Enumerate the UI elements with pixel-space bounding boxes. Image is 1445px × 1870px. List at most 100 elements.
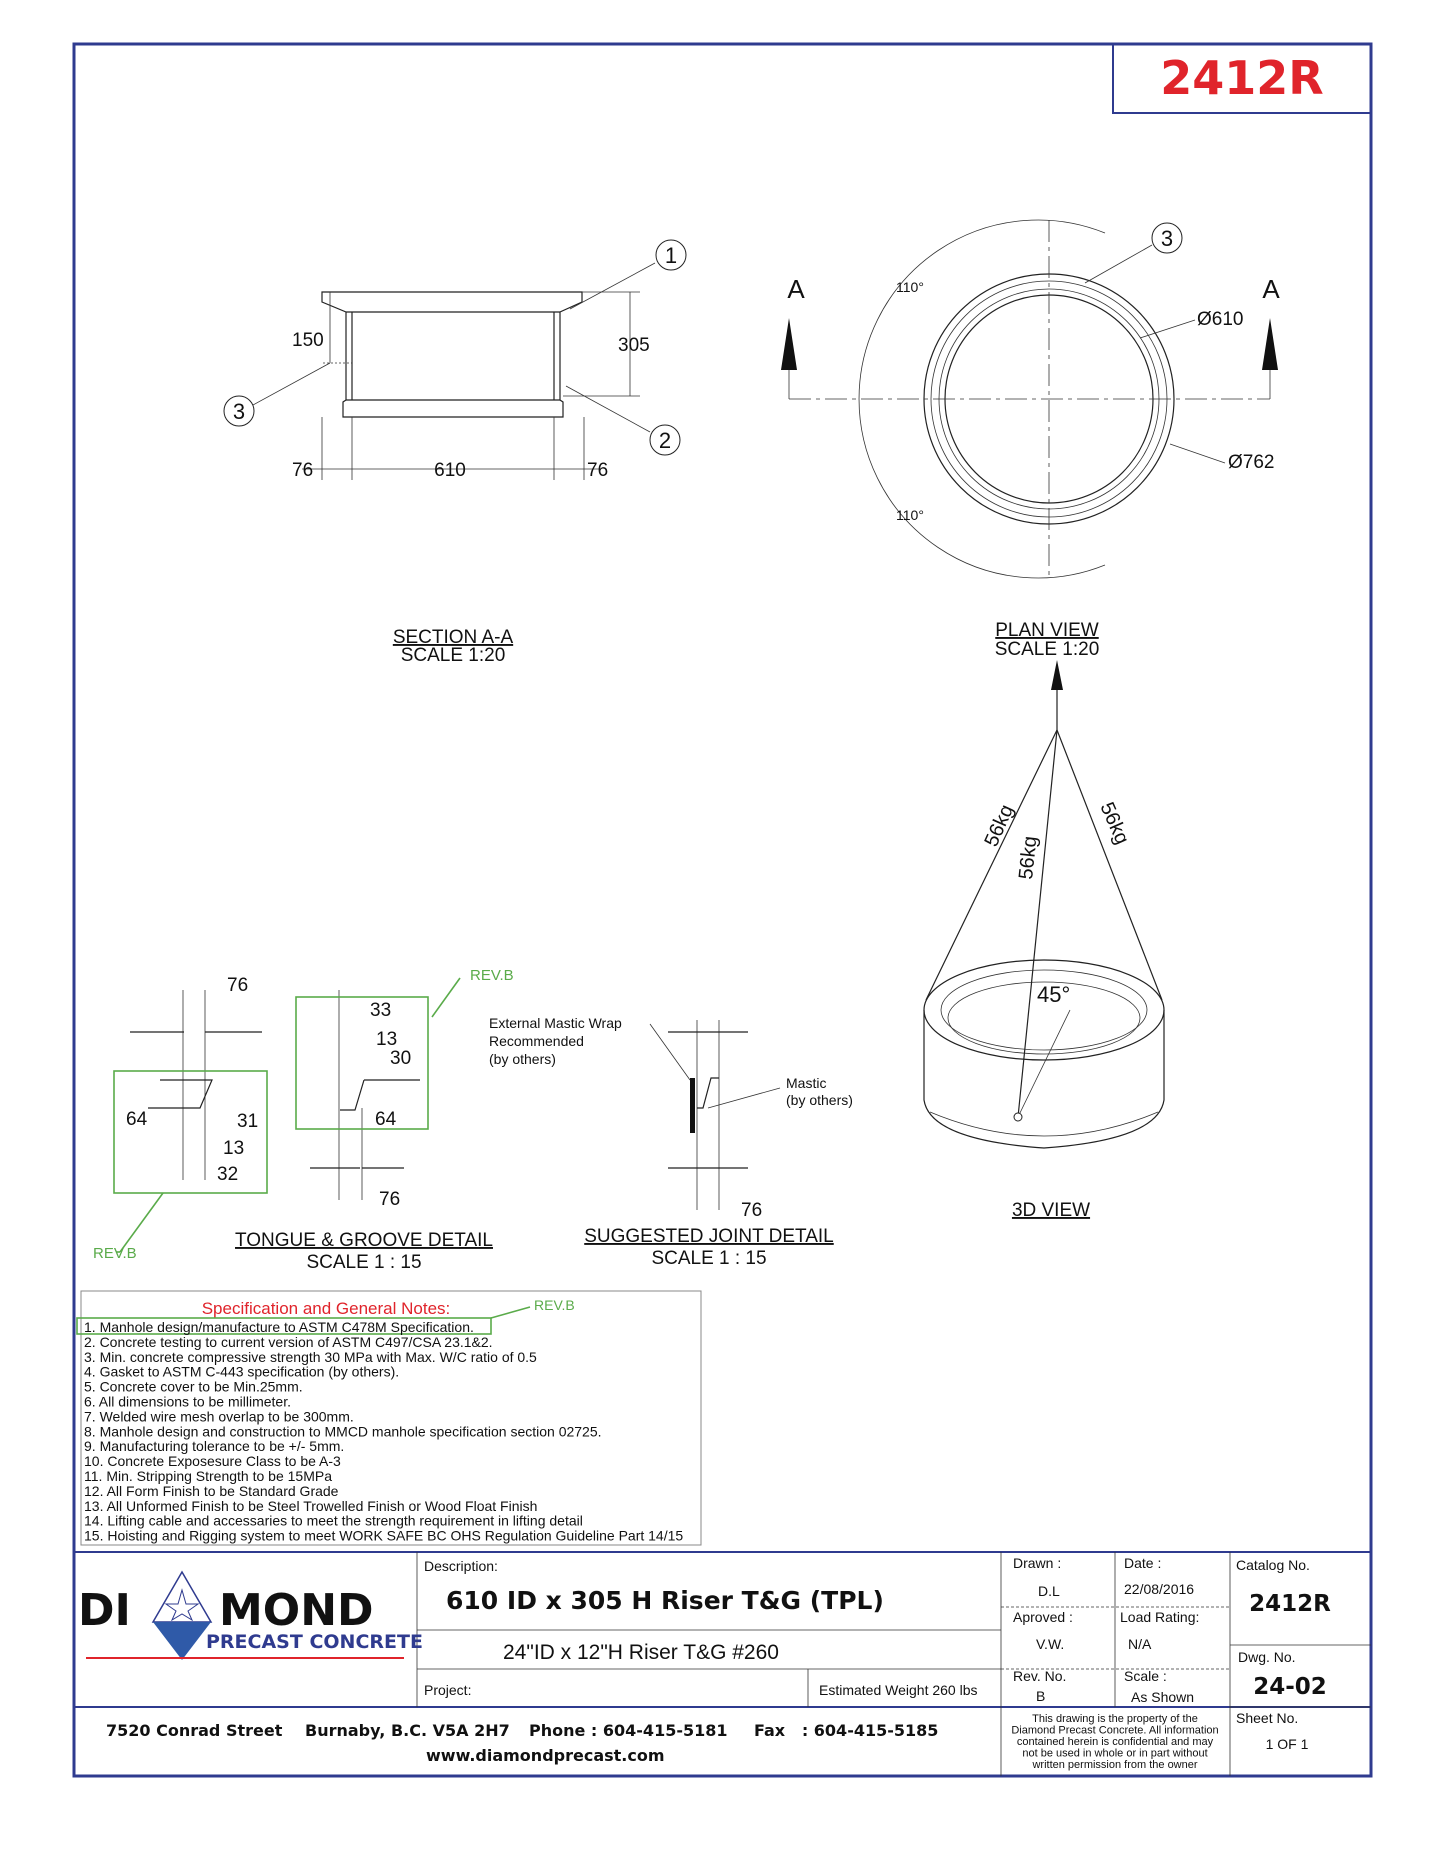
mastic-wrap-label: (by others) — [489, 1051, 556, 1067]
description-imperial: 24"ID x 12"H Riser T&G #260 — [503, 1641, 779, 1664]
catalog-number-top: 2412R — [1160, 51, 1323, 105]
city: Burnaby, B.C. V5A 2H7 — [305, 1721, 510, 1740]
disclaimer-line: not be used in whole or in part without — [1022, 1748, 1207, 1760]
dim-305: 305 — [618, 335, 650, 356]
description-label: Description: — [424, 1558, 498, 1574]
logo-text: DI — [78, 1585, 131, 1636]
dia-610: Ø610 — [1197, 309, 1243, 330]
note-item: 10. Concrete Exposesure Class to be A-3 — [84, 1453, 341, 1469]
catalog-box — [1112, 43, 1372, 114]
description: 610 ID x 305 H Riser T&G (TPL) — [446, 1586, 884, 1615]
sling-load-right: 56kg — [1095, 799, 1133, 848]
drawn-by: D.L — [1038, 1583, 1060, 1599]
section-a-a-view: 150 305 76 610 76 1 2 3 — [223, 239, 687, 481]
scale-label: Scale : — [1124, 1668, 1167, 1684]
section-mark-a-right: A — [1262, 274, 1280, 304]
tg-dim: 32 — [217, 1164, 238, 1185]
approved-label: Aproved : — [1013, 1609, 1073, 1625]
dim-76-left: 76 — [292, 460, 313, 481]
dim-76-right: 76 — [587, 460, 608, 481]
plan-view: A A 110° 110° Ø610 Ø762 3 — [781, 219, 1280, 580]
mastic-label: (by others) — [786, 1092, 853, 1108]
date-label: Date : — [1124, 1555, 1161, 1571]
dim-150: 150 — [292, 330, 324, 351]
scale: As Shown — [1131, 1689, 1194, 1705]
logo-text: MOND — [219, 1585, 374, 1636]
note-item: 11. Min. Stripping Strength to be 15MPa — [84, 1468, 332, 1484]
rev-b-label: REV.B — [93, 1245, 137, 1262]
note-item: 5. Concrete cover to be Min.25mm. — [84, 1379, 303, 1395]
angle-bottom: 110° — [896, 507, 924, 523]
sheet-label: Sheet No. — [1236, 1710, 1298, 1726]
3d-title: 3D VIEW — [1012, 1200, 1090, 1221]
note-item: 15. Hoisting and Rigging system to meet … — [84, 1528, 683, 1544]
angle-top: 110° — [896, 279, 924, 295]
title-block: DI MOND PRECAST CONCRETE Description: 61… — [74, 1551, 1371, 1776]
callout-1: 1 — [665, 243, 677, 268]
note-item: 13. All Unformed Finish to be Steel Trow… — [84, 1498, 537, 1514]
joint-title: SUGGESTED JOINT DETAIL — [584, 1226, 834, 1247]
mastic-wrap-label: External Mastic Wrap — [489, 1015, 622, 1031]
approved-by: V.W. — [1036, 1636, 1064, 1652]
plan-callout-3: 3 — [1161, 226, 1173, 251]
disclaimer-line: Diamond Precast Concrete. All informatio… — [1011, 1725, 1218, 1737]
tg-dim: 13 — [223, 1138, 244, 1159]
rev-number: B — [1036, 1688, 1045, 1704]
note-item: 3. Min. concrete compressive strength 30… — [84, 1349, 537, 1365]
sheet-border — [72, 42, 1373, 1778]
disclaimer-line: written permission from the owner — [1031, 1759, 1197, 1771]
note-item: 1. Manhole design/manufacture to ASTM C4… — [84, 1319, 474, 1335]
callout-3: 3 — [233, 399, 245, 424]
sling-angle: 45° — [1037, 982, 1070, 1007]
tg-title: TONGUE & GROOVE DETAIL — [235, 1230, 493, 1251]
tg-dim: 64 — [126, 1109, 148, 1130]
tg-dim: 31 — [237, 1111, 258, 1132]
mastic-label: Mastic — [786, 1075, 826, 1091]
tg-dim: 33 — [370, 1000, 391, 1021]
note-item: 12. All Form Finish to be Standard Grade — [84, 1483, 339, 1499]
note-item: 8. Manhole design and construction to MM… — [84, 1423, 602, 1439]
tg-scale: SCALE 1 : 15 — [306, 1252, 421, 1273]
tg-dim: 76 — [227, 975, 248, 996]
logo-subtitle: PRECAST CONCRETE — [206, 1631, 423, 1653]
drawn-label: Drawn : — [1013, 1555, 1061, 1571]
notes-rev-b: REV.B — [534, 1297, 575, 1313]
plan-title: PLAN VIEW — [995, 620, 1099, 641]
tg-dim: 76 — [379, 1189, 400, 1210]
joint-dim-76: 76 — [741, 1200, 762, 1221]
tg-dim: 13 — [376, 1029, 397, 1050]
note-item: 6. All dimensions to be millimeter. — [84, 1394, 291, 1410]
tongue-groove-detail: REV.B REV.B 76 64 31 13 32 33 13 30 64 7… — [93, 967, 514, 1262]
joint-detail: External Mastic Wrap Recommended (by oth… — [489, 1015, 853, 1221]
joint-scale: SCALE 1 : 15 — [651, 1248, 766, 1269]
catalog-label: Catalog No. — [1236, 1557, 1310, 1573]
disclaimer-line: contained herein is confidential and may — [1017, 1736, 1214, 1748]
section-mark-a-left: A — [787, 274, 805, 304]
project-label: Project: — [424, 1682, 471, 1698]
section-title: SECTION A-A — [393, 627, 514, 648]
fax: Fax : 604-415-5185 — [754, 1721, 938, 1740]
note-item: 4. Gasket to ASTM C-443 specification (b… — [84, 1364, 399, 1380]
disclaimer-line: This drawing is the property of the — [1032, 1713, 1198, 1725]
company-logo: DI MOND PRECAST CONCRETE — [78, 1570, 423, 1660]
tg-dim: 30 — [390, 1048, 411, 1069]
catalog-number: 2412R — [1249, 1591, 1331, 1617]
phone: Phone : 604-415-5181 — [529, 1721, 728, 1740]
dwg-label: Dwg. No. — [1238, 1649, 1296, 1665]
website-link[interactable]: www.diamondprecast.com — [426, 1746, 665, 1765]
plan-scale: SCALE 1:20 — [995, 639, 1100, 660]
note-item: 14. Lifting cable and accessaries to mee… — [84, 1513, 583, 1529]
load-rating: N/A — [1128, 1636, 1152, 1652]
estimated-weight: Estimated Weight 260 lbs — [819, 1682, 978, 1698]
rev-label: Rev. No. — [1013, 1668, 1066, 1684]
mastic-wrap-label: Recommended — [489, 1033, 584, 1049]
sheet-number: 1 OF 1 — [1266, 1736, 1309, 1752]
sling-load-left: 56kg — [980, 801, 1018, 850]
load-rating-label: Load Rating: — [1120, 1609, 1199, 1625]
note-item: 7. Welded wire mesh overlap to be 300mm. — [84, 1408, 354, 1424]
note-item: 9. Manufacturing tolerance to be +/- 5mm… — [84, 1438, 344, 1454]
date: 22/08/2016 — [1124, 1581, 1194, 1597]
dwg-number: 24-02 — [1253, 1674, 1327, 1700]
callout-2: 2 — [659, 428, 671, 453]
